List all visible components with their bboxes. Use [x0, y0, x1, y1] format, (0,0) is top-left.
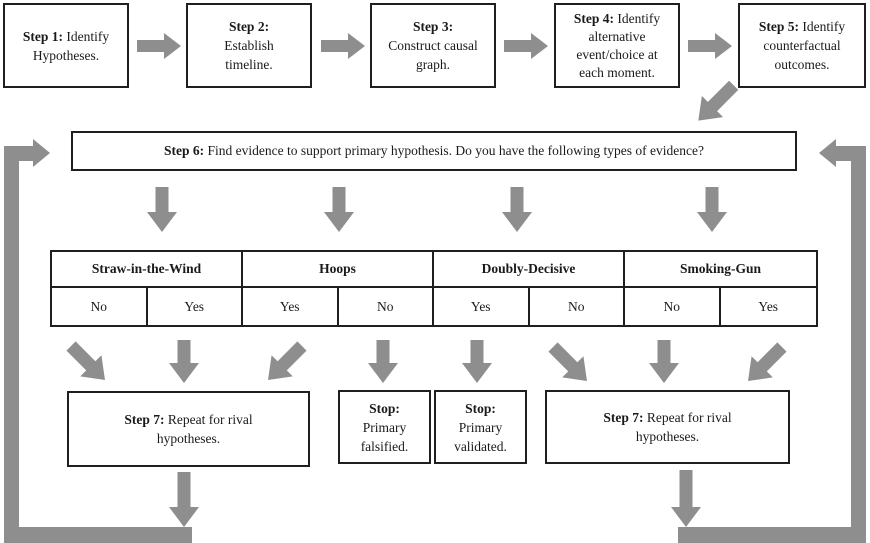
table-cell-smoking-no: No: [625, 288, 721, 325]
stop-falsified-box: Stop: Primary falsified.: [338, 390, 431, 464]
box-text-line: timeline.: [225, 57, 273, 72]
arrow-down-icon: [649, 340, 679, 383]
arrow-down-icon: [697, 187, 727, 232]
box-text-line: Step 2:: [228, 19, 270, 34]
evidence-table: Straw-in-the-Wind Hoops Doubly-Decisive …: [50, 250, 818, 327]
arrow-down-left-icon: [687, 75, 745, 132]
table-cell-straw-yes: Yes: [148, 288, 243, 325]
box-text-line: Primary: [362, 419, 407, 435]
table-cell-hoops-no: No: [339, 288, 434, 325]
box-text-line: Step 5: Identify: [758, 19, 846, 34]
loop-right-bottom-bar: [678, 527, 866, 543]
step7-left-box: Step 7: Repeat for rival hypotheses.: [67, 391, 310, 467]
box-text-line: Stop:: [369, 400, 400, 416]
box-text-line: Step 3:: [412, 19, 454, 34]
arrow-down-icon: [502, 187, 532, 232]
table-cell-straw-no: No: [52, 288, 148, 325]
box-text-line: hypotheses.: [635, 429, 700, 444]
step6-label: Step 6: Find evidence to support primary…: [164, 143, 704, 158]
stop-validated-box: Stop: Primary validated.: [434, 390, 527, 464]
step3-box: Step 3: Construct causal graph.: [370, 3, 496, 88]
loop-left-top-bar: [4, 146, 33, 161]
arrow-right-icon: [137, 33, 181, 59]
box-text-line: alternative: [588, 28, 646, 44]
arrow-down-icon: [147, 187, 177, 232]
step5-box: Step 5: Identify counterfactual outcomes.: [738, 3, 866, 88]
box-text-line: event/choice at: [576, 46, 658, 62]
arrow-right-icon: [321, 33, 365, 59]
step6-box: Step 6: Find evidence to support primary…: [71, 131, 797, 171]
loop-left-vertical-bar: [4, 146, 19, 543]
loop-right-top-bar: [836, 146, 866, 161]
arrow-right-icon: [688, 33, 732, 59]
box-text-line: Hypotheses.: [32, 47, 100, 63]
box-text-line: Step 4: Identify: [573, 10, 661, 26]
loop-left-bottom-bar: [4, 527, 192, 543]
box-text-line: hypotheses.: [156, 431, 221, 446]
box-text-line: Step 1: Identify: [22, 28, 110, 44]
box-text-line: Primary: [458, 419, 503, 435]
loop-right-vertical-bar: [851, 146, 866, 543]
box-text-line: Step 7: Repeat for rival: [603, 410, 732, 425]
loop-right-arrowhead-icon: [819, 139, 836, 167]
arrow-down-icon: [169, 472, 199, 527]
box-text-line: counterfactual: [763, 38, 841, 53]
table-cell-doubly-no: No: [530, 288, 625, 325]
box-text-line: validated.: [454, 438, 507, 454]
arrow-down-icon: [368, 340, 398, 383]
table-header-hoops: Hoops: [243, 252, 434, 288]
arrow-down-right-icon: [60, 335, 116, 391]
arrow-down-left-icon: [737, 336, 792, 392]
arrow-down-right-icon: [542, 336, 598, 392]
box-text-line: falsified.: [360, 438, 409, 454]
table-cell-hoops-yes: Yes: [243, 288, 339, 325]
table-cell-doubly-yes: Yes: [434, 288, 530, 325]
box-text-line: Step 7: Repeat for rival: [124, 412, 253, 427]
box-text-line: Stop:: [465, 400, 496, 416]
table-header-straw-in-the-wind: Straw-in-the-Wind: [52, 252, 243, 288]
arrow-down-icon: [324, 187, 354, 232]
loop-left-arrowhead-icon: [33, 139, 50, 167]
box-text-line: Establish: [224, 38, 274, 53]
arrow-down-left-icon: [257, 335, 312, 391]
step7-right-box: Step 7: Repeat for rival hypotheses.: [545, 390, 790, 464]
arrow-down-icon: [169, 340, 199, 383]
box-text-line: graph.: [415, 57, 451, 72]
arrow-down-icon: [462, 340, 492, 383]
step4-box: Step 4: Identify alternative event/choice …: [554, 3, 680, 88]
box-text-line: Construct causal: [388, 38, 478, 53]
box-text-line: outcomes.: [774, 57, 830, 72]
step2-box: Step 2: Establish timeline.: [186, 3, 312, 88]
table-header-doubly-decisive: Doubly-Decisive: [434, 252, 625, 288]
table-header-smoking-gun: Smoking-Gun: [625, 252, 816, 288]
box-text-line: each moment.: [579, 64, 655, 80]
table-cell-smoking-yes: Yes: [758, 298, 779, 314]
arrow-right-icon: [504, 33, 548, 59]
arrow-down-icon: [671, 470, 701, 527]
